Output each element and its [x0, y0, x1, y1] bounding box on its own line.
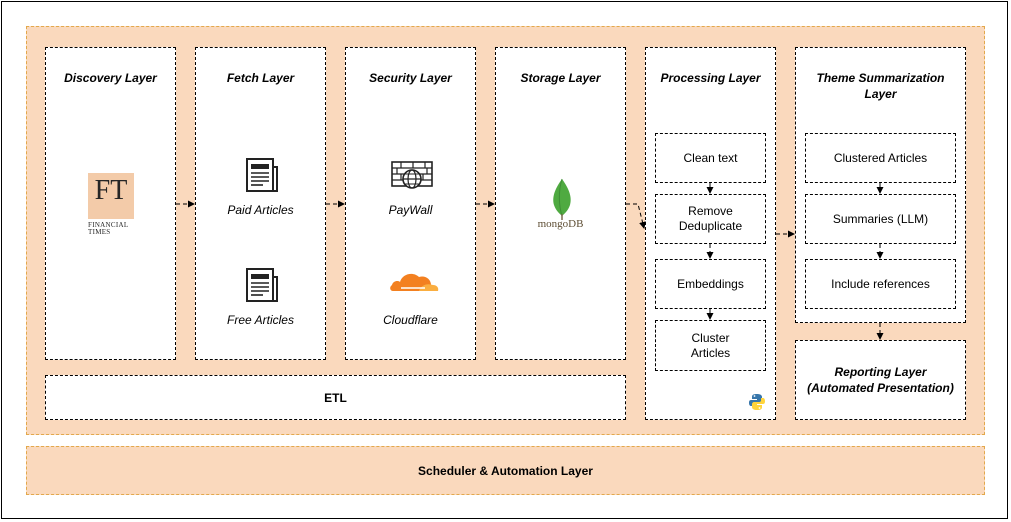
- theme-layer-title: Theme Summarization Layer: [816, 71, 945, 101]
- ft-logo-line1: FINANCIAL: [88, 221, 129, 229]
- fetch-layer: Fetch Layer Paid Articles Free Articles: [195, 47, 326, 360]
- storage-layer-title: Storage Layer: [520, 71, 601, 85]
- clean-text-step: Clean text: [655, 133, 766, 183]
- include-references-step: Include references: [805, 259, 956, 309]
- mongodb-icon: [553, 178, 571, 220]
- remove-deduplicate-step: Remove Deduplicate: [655, 194, 766, 244]
- security-layer: Security Layer PayWall Cloudflare: [345, 47, 476, 360]
- ft-logo-line2: TIMES: [88, 228, 111, 236]
- cluster-articles-step: Cluster Articles: [655, 320, 766, 371]
- processing-layer-title: Processing Layer: [660, 71, 761, 85]
- embeddings-step: Embeddings: [655, 259, 766, 309]
- discovery-layer: Discovery Layer FT FINANCIAL TIMES: [45, 47, 176, 360]
- firewall-icon: [391, 161, 433, 189]
- etl-bar: ETL: [45, 375, 626, 420]
- arrow-storage-to-processing: [626, 203, 646, 229]
- ft-logo: FT: [88, 173, 134, 219]
- fetch-layer-title: Fetch Layer: [226, 71, 295, 85]
- paid-articles-label: Paid Articles: [227, 203, 294, 217]
- reporting-layer-title: Reporting Layer (Automated Presentation): [807, 365, 954, 395]
- cloudflare-label: Cloudflare: [383, 313, 438, 327]
- paywall-label: PayWall: [388, 203, 433, 217]
- scheduler-layer: Scheduler & Automation Layer: [26, 446, 985, 495]
- newspaper-icon: [246, 268, 278, 302]
- security-layer-title: Security Layer: [369, 71, 452, 85]
- scheduler-label: Scheduler & Automation Layer: [418, 463, 593, 478]
- ft-logo-mark: FT: [94, 175, 128, 206]
- python-icon: [749, 394, 765, 410]
- etl-label: ETL: [324, 390, 347, 405]
- summaries-llm-step: Summaries (LLM): [805, 194, 956, 244]
- clustered-articles-step: Clustered Articles: [805, 133, 956, 183]
- storage-layer: Storage Layer mongoDB: [495, 47, 626, 360]
- discovery-layer-title: Discovery Layer: [64, 71, 157, 85]
- cloudflare-icon: [390, 273, 439, 291]
- reporting-layer: Reporting Layer (Automated Presentation): [795, 340, 966, 420]
- newspaper-icon: [246, 158, 278, 192]
- mongodb-wordmark: mongoDB: [537, 218, 584, 230]
- free-articles-label: Free Articles: [227, 313, 294, 327]
